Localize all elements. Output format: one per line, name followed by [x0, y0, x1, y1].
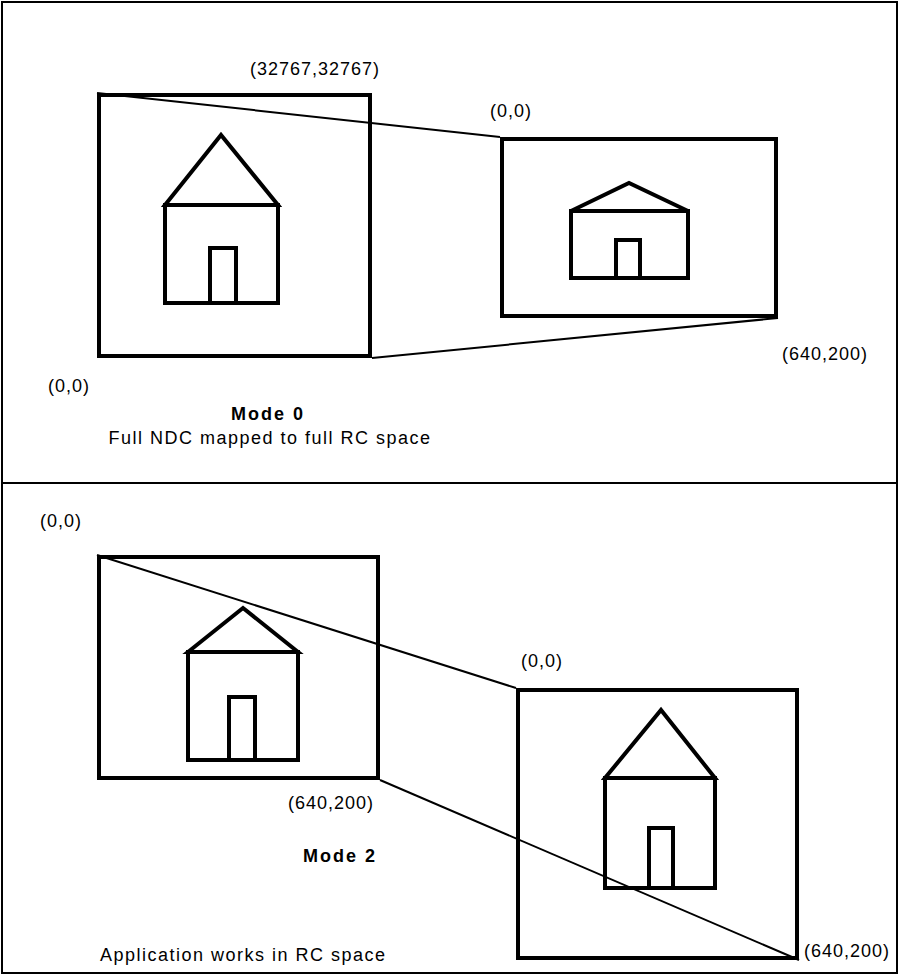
corner-coordinate: (640,200): [288, 792, 374, 814]
mode-title: Mode 0: [0, 403, 536, 425]
coordinate-space-box: (0,0)(640,200): [500, 137, 778, 318]
mapping-line: [380, 780, 799, 960]
corner-coordinate: (0,0): [490, 100, 532, 122]
coordinate-space-box: (0,0)(640,200): [97, 555, 380, 780]
mapping-line: [97, 93, 500, 137]
mode-caption: Application works in RC space: [100, 944, 387, 966]
mapping-line: [372, 318, 778, 358]
panel-divider: [2, 482, 897, 484]
corner-coordinate: (0,0): [40, 510, 82, 532]
mode-title: Mode 2: [200, 845, 480, 867]
mapping-line: [97, 555, 516, 688]
corner-coordinate: (0,0): [48, 375, 90, 397]
house-drawing: [571, 183, 688, 278]
corner-coordinate: (32767,32767): [250, 58, 380, 80]
corner-coordinate: (640,200): [804, 940, 890, 962]
coordinate-space-box: (0,0)(640,200): [516, 688, 799, 960]
house-drawing: [165, 135, 278, 303]
mode-caption: Full NDC mapped to full RC space: [0, 427, 540, 449]
corner-coordinate: (0,0): [521, 650, 563, 672]
house-drawing: [605, 710, 715, 888]
coordinate-space-box: (32767,32767)(0,0): [97, 93, 372, 358]
house-drawing: [188, 608, 298, 760]
corner-coordinate: (640,200): [782, 343, 868, 365]
